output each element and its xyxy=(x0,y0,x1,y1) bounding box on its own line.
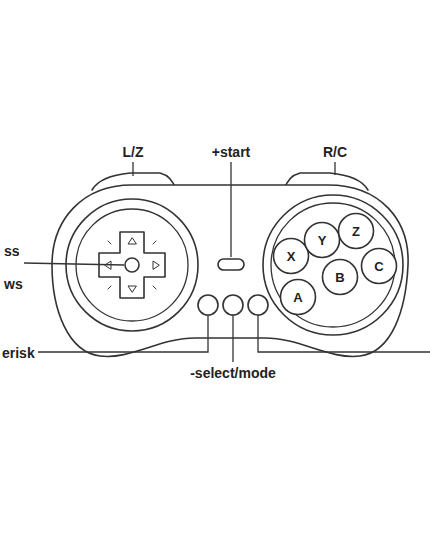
part-label: -select/mode xyxy=(188,365,278,381)
asterisk-button xyxy=(198,295,218,315)
leader-line xyxy=(24,263,124,265)
leader-line xyxy=(38,315,208,352)
button-housing xyxy=(263,195,403,335)
start-button xyxy=(218,259,244,270)
part-label: R/C xyxy=(321,144,349,160)
dpad-center xyxy=(125,258,139,272)
dpad-housing xyxy=(66,199,198,331)
part-label: ss xyxy=(2,243,22,259)
controller-body xyxy=(52,185,408,356)
button-letter: Y xyxy=(303,221,341,259)
leader-line xyxy=(334,162,335,175)
face-button: B xyxy=(321,258,359,296)
part-label: L/Z xyxy=(121,144,146,160)
face-button: Y xyxy=(303,221,341,259)
part-label: ws xyxy=(2,276,25,292)
button-letter: B xyxy=(321,258,359,296)
select-button xyxy=(223,295,243,315)
leader-line xyxy=(258,315,430,352)
leader-line xyxy=(230,162,231,257)
part-label: erisk xyxy=(0,345,37,361)
button-letter: A xyxy=(279,278,317,316)
face-button: A xyxy=(279,278,317,316)
leader-line xyxy=(132,162,133,176)
button-letter: Z xyxy=(337,212,375,250)
leader-line xyxy=(232,315,233,362)
face-button: C xyxy=(360,247,398,285)
mode-button xyxy=(248,295,268,315)
face-button: Z xyxy=(337,212,375,250)
button-letter: C xyxy=(360,247,398,285)
part-label: +start xyxy=(210,144,253,160)
